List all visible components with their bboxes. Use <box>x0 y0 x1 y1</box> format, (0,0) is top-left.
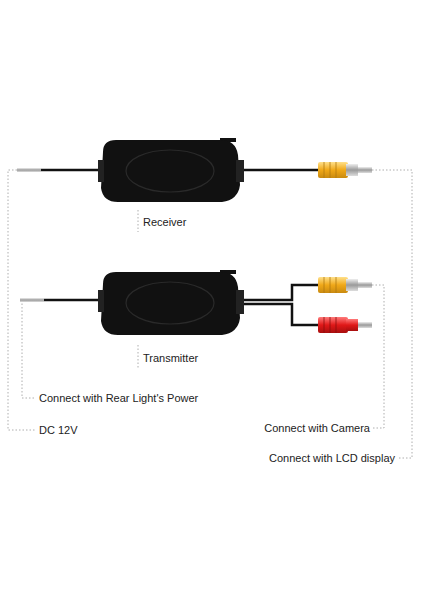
connection-note: Connect with Rear Light's Power <box>38 392 199 405</box>
part-label: Receiver <box>142 216 187 229</box>
connection-note: Connect with LCD display <box>268 452 396 465</box>
part-label: Transmitter <box>142 352 199 365</box>
connection-note: DC 12V <box>38 424 79 437</box>
connection-note: Connect with Camera <box>263 422 371 435</box>
